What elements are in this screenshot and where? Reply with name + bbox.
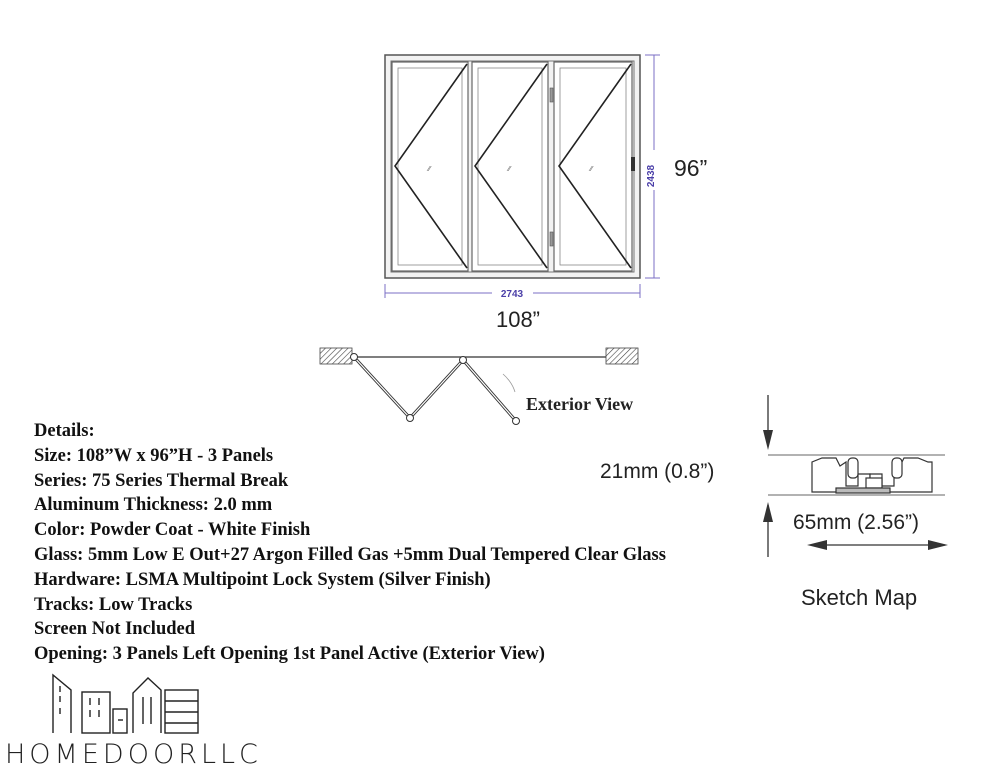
height-inch-label: 96”: [674, 155, 707, 181]
wall-right: [605, 347, 639, 365]
width-inch-label: 108”: [496, 307, 540, 332]
panel-2: ⁄⁄: [471, 61, 549, 272]
hinge: [549, 231, 554, 247]
detail-opening: Opening: 3 Panels Left Opening 1st Panel…: [34, 644, 545, 665]
wall-left: [319, 347, 353, 365]
hinge: [549, 87, 554, 103]
profile-height-label: 21mm (0.8”): [600, 460, 714, 483]
svg-text:⁄⁄: ⁄⁄: [426, 165, 432, 173]
svg-text:⁄⁄: ⁄⁄: [506, 165, 512, 173]
detail-color: Color: Powder Coat - White Finish: [34, 520, 311, 541]
door-handle: [631, 157, 635, 171]
width-dimension: [384, 284, 641, 298]
detail-series: Series: 75 Series Thermal Break: [34, 470, 289, 491]
brand-name: HOMEDOORLLC: [5, 739, 262, 770]
height-dimension: [645, 54, 660, 279]
exterior-view-label: Exterior View: [526, 394, 633, 414]
profile-sketch: 21mm (0.8”) 65mm (2.56”) Sketch Map: [600, 395, 948, 610]
height-mm-label: 2438: [646, 164, 657, 187]
svg-text:⁄⁄: ⁄⁄: [588, 165, 594, 173]
details-list: Details: Size: 108”W x 96”H - 3 Panels S…: [34, 419, 666, 667]
width-mm-label: 2743: [501, 289, 524, 300]
detail-tracks: Tracks: Low Tracks: [34, 594, 193, 615]
profile-width-label: 65mm (2.56”): [793, 511, 919, 534]
detail-hardware: Hardware: LSMA Multipoint Lock System (S…: [34, 569, 491, 590]
aluminum-profile: [811, 457, 933, 494]
details-heading: Details:: [34, 421, 95, 441]
door-elevation: ⁄⁄ ⁄⁄ ⁄⁄ 2438 96”: [384, 54, 707, 332]
sketch-map-caption: Sketch Map: [801, 585, 917, 610]
panel-3: ⁄⁄: [553, 61, 633, 272]
detail-size: Size: 108”W x 96”H - 3 Panels: [34, 445, 274, 466]
city-buildings-icon: [52, 673, 199, 734]
panel-1: ⁄⁄: [391, 61, 469, 272]
detail-thickness: Aluminum Thickness: 2.0 mm: [34, 495, 273, 516]
detail-screen: Screen Not Included: [34, 619, 196, 640]
folding-plan: Exterior View: [319, 347, 639, 425]
detail-glass: Glass: 5mm Low E Out+27 Argon Filled Gas…: [34, 544, 666, 565]
